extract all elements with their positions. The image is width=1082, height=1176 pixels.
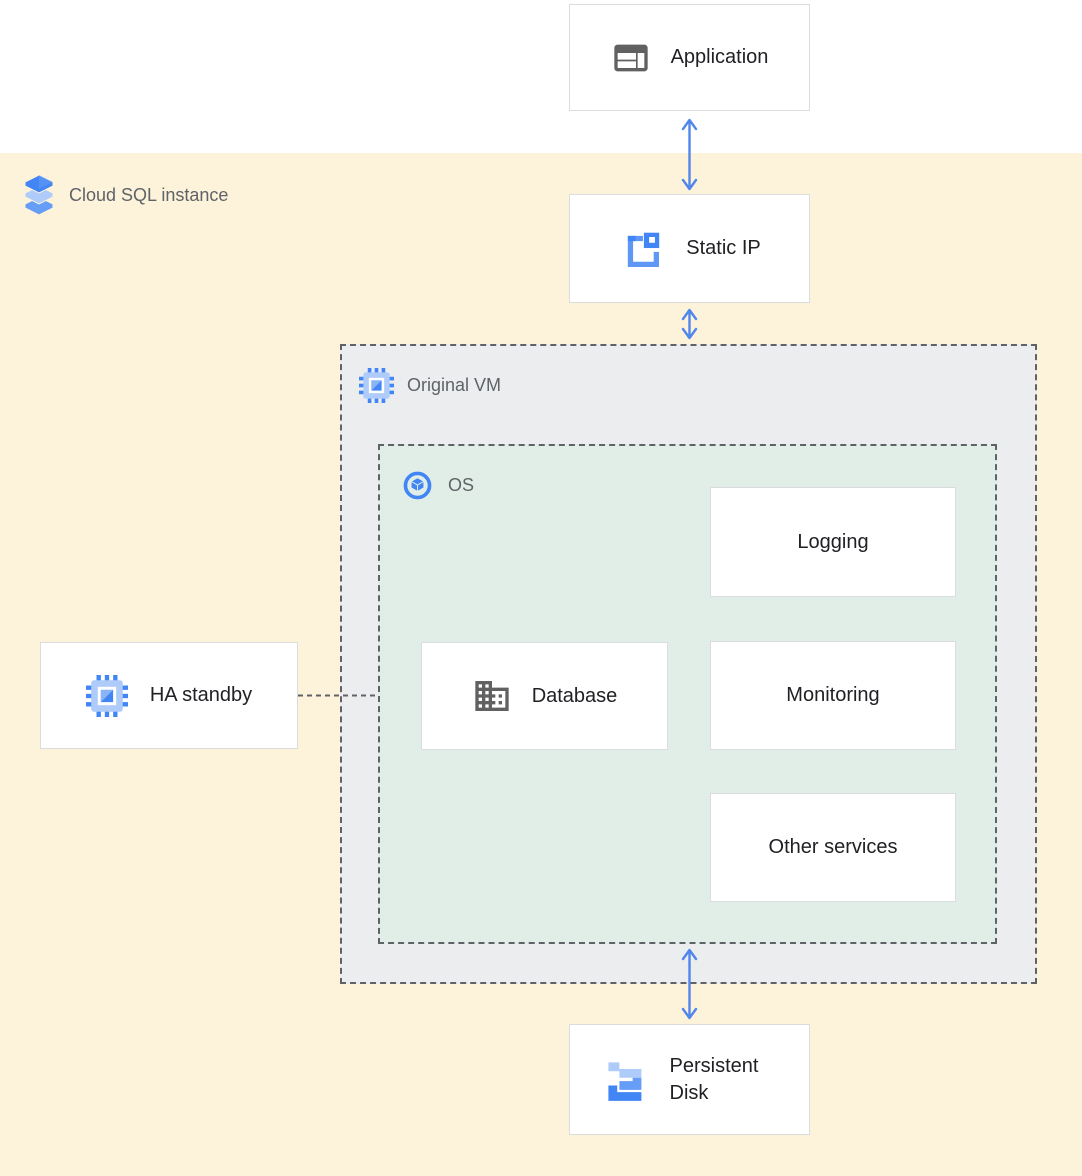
application-label: Application bbox=[670, 46, 769, 68]
persistent-disk-label: Persistent Disk bbox=[669, 1054, 759, 1104]
stacked-zigzag-disk-icon bbox=[607, 1061, 641, 1101]
static-ip-square-icon bbox=[628, 232, 660, 267]
original-vm-text: Original VM bbox=[407, 375, 502, 395]
layered-stack-icon bbox=[25, 175, 53, 215]
persistent-disk-node: Persistent Disk bbox=[569, 1024, 810, 1135]
other-services-label: Other services bbox=[768, 836, 898, 858]
monitoring-node: Monitoring bbox=[710, 641, 956, 750]
application-node: Application bbox=[569, 4, 810, 111]
other-services-node: Other services bbox=[710, 793, 956, 902]
ha-standby-node: HA standby bbox=[40, 642, 298, 749]
original-vm-label: Original VM bbox=[359, 368, 501, 403]
logging-node: Logging bbox=[710, 487, 956, 597]
os-text: OS bbox=[448, 475, 475, 495]
compute-chip-icon bbox=[359, 368, 394, 403]
ha-standby-label: HA standby bbox=[149, 684, 253, 706]
database-label: Database bbox=[531, 684, 618, 707]
app-window-icon bbox=[613, 44, 648, 71]
monitoring-label: Monitoring bbox=[786, 684, 880, 706]
static-ip-node: Static IP bbox=[569, 194, 810, 303]
logging-label: Logging bbox=[797, 530, 869, 553]
cloud-sql-instance-text: Cloud SQL instance bbox=[69, 184, 229, 205]
building-grid-icon bbox=[475, 681, 509, 711]
database-node: Database bbox=[421, 642, 668, 750]
cloud-sql-instance-label: Cloud SQL instance bbox=[25, 175, 228, 215]
compute-chip-icon bbox=[85, 674, 128, 717]
os-label: OS bbox=[402, 470, 474, 501]
os-cube-circle-icon bbox=[403, 471, 432, 500]
static-ip-label: Static IP bbox=[686, 237, 761, 259]
